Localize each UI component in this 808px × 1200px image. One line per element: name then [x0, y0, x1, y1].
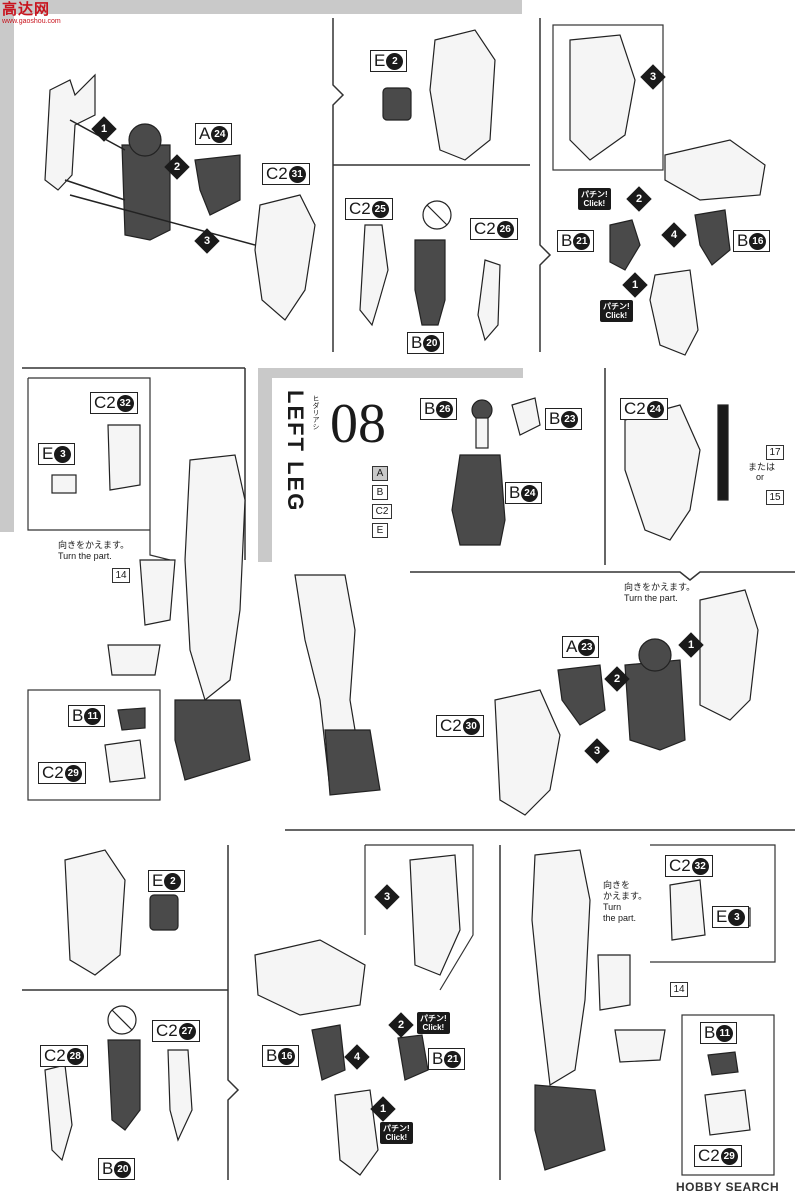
step-marker: 2 — [164, 154, 190, 180]
site-logo: 高达网 www.gaoshou.com — [2, 2, 72, 30]
click-badge: パチン!Click! — [578, 188, 611, 210]
click-badge: パチン!Click! — [600, 300, 633, 322]
click-badge: パチン!Click! — [417, 1012, 450, 1034]
section-title-bar — [258, 372, 272, 562]
step-marker: 1 — [370, 1096, 396, 1122]
or-en: or — [756, 472, 765, 482]
step-marker: 2 — [604, 666, 630, 692]
runner-a: A — [372, 466, 388, 481]
or-jp: または — [748, 462, 776, 472]
step-marker: 2 — [388, 1012, 414, 1038]
step-marker: 3 — [640, 64, 666, 90]
step-marker: 3 — [374, 884, 400, 910]
runner-e: E — [372, 523, 388, 538]
page-ref: 15 — [766, 490, 784, 505]
section-furigana: ヒダリアシ — [312, 395, 319, 430]
step-marker: 4 — [344, 1044, 370, 1070]
divider-line — [332, 18, 345, 352]
watermark: HOBBY SEARCH — [676, 1180, 780, 1194]
step-marker: 3 — [584, 738, 610, 764]
step-marker: 1 — [91, 116, 117, 142]
header-bar — [0, 0, 522, 14]
page-ref: 14 — [112, 568, 130, 583]
turn-note: 向きをかえます。Turn the part. — [58, 540, 130, 561]
step-marker: 1 — [622, 272, 648, 298]
page-ref: 17 — [766, 445, 784, 460]
runner-c2: C2 — [372, 504, 392, 519]
logo-url: www.gaoshou.com — [2, 18, 61, 25]
click-badge: パチン!Click! — [380, 1122, 413, 1144]
step-marker: 4 — [661, 222, 687, 248]
step-marker: 2 — [626, 186, 652, 212]
runner-list: A B C2 E — [372, 466, 392, 538]
turn-note: 向きをかえます。Turn the part. — [624, 582, 696, 603]
step-marker: 3 — [194, 228, 220, 254]
runner-b: B — [372, 485, 388, 500]
section-number: 08 — [330, 393, 386, 455]
side-bar — [0, 14, 14, 532]
page-ref: 14 — [670, 982, 688, 997]
step-marker: 1 — [678, 632, 704, 658]
section-title: LEFT LEG — [283, 390, 308, 513]
section-title-bar-top — [258, 368, 523, 378]
logo-text: 高达网 — [2, 1, 51, 18]
